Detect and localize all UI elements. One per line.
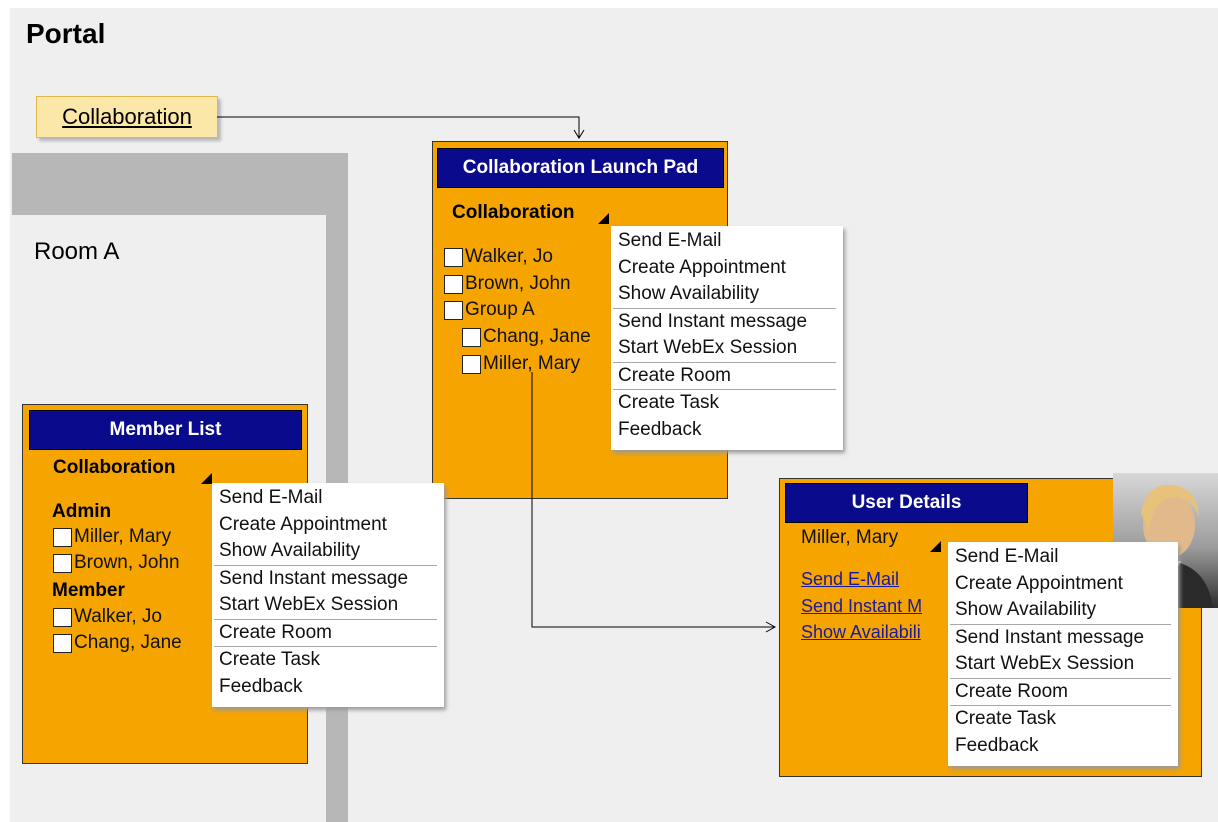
page-title: Portal (26, 18, 106, 49)
member-list-menu-arrow-icon[interactable] (201, 473, 212, 484)
user-details-name[interactable]: Miller, Mary (801, 527, 899, 548)
menu-item-start-webex-session[interactable]: Start WebEx Session (955, 653, 1135, 674)
menu-separator (214, 564, 437, 566)
room-frame-top (12, 153, 348, 215)
admin-row[interactable]: Brown, John (53, 552, 180, 574)
menu-separator (214, 646, 437, 647)
user-details-link-send-email[interactable]: Send E-Mail (801, 569, 900, 589)
checkbox[interactable] (53, 633, 72, 653)
connector-arrowhead-icon (765, 621, 777, 633)
checkbox[interactable] (462, 354, 481, 374)
menu-separator (613, 389, 836, 390)
user-details-title: User Details (785, 483, 1028, 523)
checkbox[interactable] (444, 247, 463, 267)
connector-miller-to-userdetails (531, 372, 774, 628)
admin-row[interactable]: Miller, Mary (53, 526, 171, 548)
launch-pad-title: Collaboration Launch Pad (437, 148, 724, 188)
menu-item-create-appointment[interactable]: Create Appointment (955, 572, 1123, 594)
menu-item-create-room[interactable]: Create Room (219, 621, 332, 643)
contact-name: Miller, Mary (483, 353, 581, 374)
member-row[interactable]: Walker, Jo (53, 606, 162, 628)
menu-separator (950, 623, 1171, 625)
menu-item-create-room[interactable]: Create Room (955, 680, 1068, 702)
member-row[interactable]: Chang, Jane (53, 632, 182, 654)
menu-item-create-appointment[interactable]: Create Appointment (618, 256, 786, 278)
contact-row[interactable]: Brown, John (444, 273, 571, 295)
menu-item-create-task[interactable]: Create Task (955, 708, 1057, 729)
launch-pad-context-menu: Send E-Mail Create Appointment Show Avai… (611, 226, 843, 450)
member-list-title: Member List (29, 410, 302, 450)
connector-arrowhead-icon (573, 129, 585, 139)
connector-collab-to-launchpad (217, 116, 580, 137)
menu-item-create-task[interactable]: Create Task (618, 392, 720, 413)
checkbox[interactable] (53, 553, 72, 573)
member-name: Chang, Jane (74, 632, 182, 653)
menu-item-create-appointment[interactable]: Create Appointment (219, 513, 387, 535)
group-member-row[interactable]: Chang, Jane (462, 326, 591, 348)
menu-item-create-room[interactable]: Create Room (618, 364, 731, 386)
checkbox[interactable] (444, 274, 463, 294)
contact-name: Walker, Jo (465, 246, 553, 267)
contact-name: Group A (465, 299, 535, 320)
checkbox[interactable] (462, 327, 481, 347)
menu-item-send-email[interactable]: Send E-Mail (219, 487, 323, 508)
member-list-context-menu: Send E-Mail Create Appointment Show Avai… (212, 483, 444, 707)
contact-name: Brown, John (465, 273, 571, 294)
contact-row[interactable]: Walker, Jo (444, 246, 553, 268)
menu-item-show-availability[interactable]: Show Availability (955, 599, 1097, 620)
menu-item-send-instant-message[interactable]: Send Instant message (618, 310, 808, 332)
member-list-collab-label[interactable]: Collaboration (53, 457, 176, 478)
contact-name: Chang, Jane (483, 326, 591, 347)
admin-heading: Admin (52, 501, 112, 522)
user-details-link-show-availability[interactable]: Show Availabili (801, 622, 921, 642)
menu-item-send-email[interactable]: Send E-Mail (618, 230, 722, 251)
menu-item-send-instant-message[interactable]: Send Instant message (955, 626, 1145, 648)
menu-separator (950, 705, 1171, 706)
launch-pad-menu-arrow-icon[interactable] (598, 213, 609, 224)
menu-item-create-task[interactable]: Create Task (219, 649, 321, 670)
checkbox[interactable] (444, 300, 463, 320)
launch-pad-collab-label[interactable]: Collaboration (452, 202, 575, 223)
menu-item-show-availability[interactable]: Show Availability (618, 283, 760, 304)
member-name: Brown, John (74, 552, 180, 573)
collaboration-link[interactable]: Collaboration (62, 104, 192, 129)
user-details-context-menu: Send E-Mail Create Appointment Show Avai… (948, 542, 1178, 766)
menu-item-start-webex-session[interactable]: Start WebEx Session (219, 594, 399, 615)
room-title: Room A (34, 238, 120, 265)
menu-item-send-instant-message[interactable]: Send Instant message (219, 567, 409, 589)
menu-item-feedback[interactable]: Feedback (618, 418, 702, 440)
menu-item-show-availability[interactable]: Show Availability (219, 540, 361, 561)
menu-separator (613, 307, 836, 309)
user-details-link-send-instant-message[interactable]: Send Instant M (801, 596, 923, 616)
menu-item-start-webex-session[interactable]: Start WebEx Session (618, 337, 798, 358)
checkbox[interactable] (53, 527, 72, 547)
menu-item-feedback[interactable]: Feedback (955, 734, 1039, 756)
checkbox[interactable] (53, 607, 72, 627)
user-details-menu-arrow-icon[interactable] (930, 541, 941, 552)
member-name: Walker, Jo (74, 606, 162, 627)
member-heading: Member (52, 580, 125, 601)
menu-separator (214, 618, 437, 620)
menu-separator (950, 677, 1171, 679)
menu-item-send-email[interactable]: Send E-Mail (955, 546, 1059, 567)
collaboration-link-box[interactable]: Collaboration (36, 96, 218, 138)
group-member-row[interactable]: Miller, Mary (462, 353, 580, 375)
menu-item-feedback[interactable]: Feedback (219, 675, 303, 697)
menu-separator (613, 361, 836, 363)
member-name: Miller, Mary (74, 526, 172, 547)
contact-row[interactable]: Group A (444, 299, 535, 321)
